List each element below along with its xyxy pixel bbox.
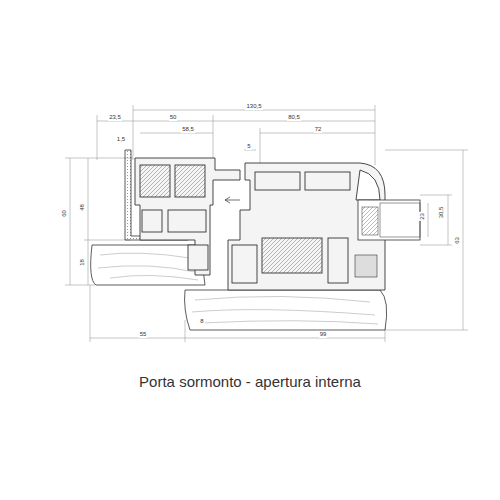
dimension-label: 99 [319, 331, 328, 338]
dimension-label: 23 [419, 212, 426, 221]
caption: Porta sormonto - apertura interna [139, 373, 361, 390]
dimension-label: 18 [79, 258, 86, 267]
dimension-label: 63 [454, 236, 461, 245]
dimension-label: 72 [314, 126, 323, 133]
dimension-label: 8 [199, 318, 204, 325]
dimension-label: 80,5 [287, 114, 301, 121]
dimension-label: 50 [169, 114, 178, 121]
dimension-label: 5 [246, 143, 251, 150]
dimension-label: 55 [139, 331, 148, 338]
dimension-label: 48 [79, 203, 86, 212]
dimension-label: 30,5 [439, 205, 446, 219]
dimension-label: 60 [61, 209, 68, 218]
dimension-label: 130,5 [245, 103, 262, 110]
dimension-label: 58,5 [181, 126, 195, 133]
dimension-label: 1,5 [116, 136, 126, 143]
dimension-label: 23,5 [108, 114, 122, 121]
